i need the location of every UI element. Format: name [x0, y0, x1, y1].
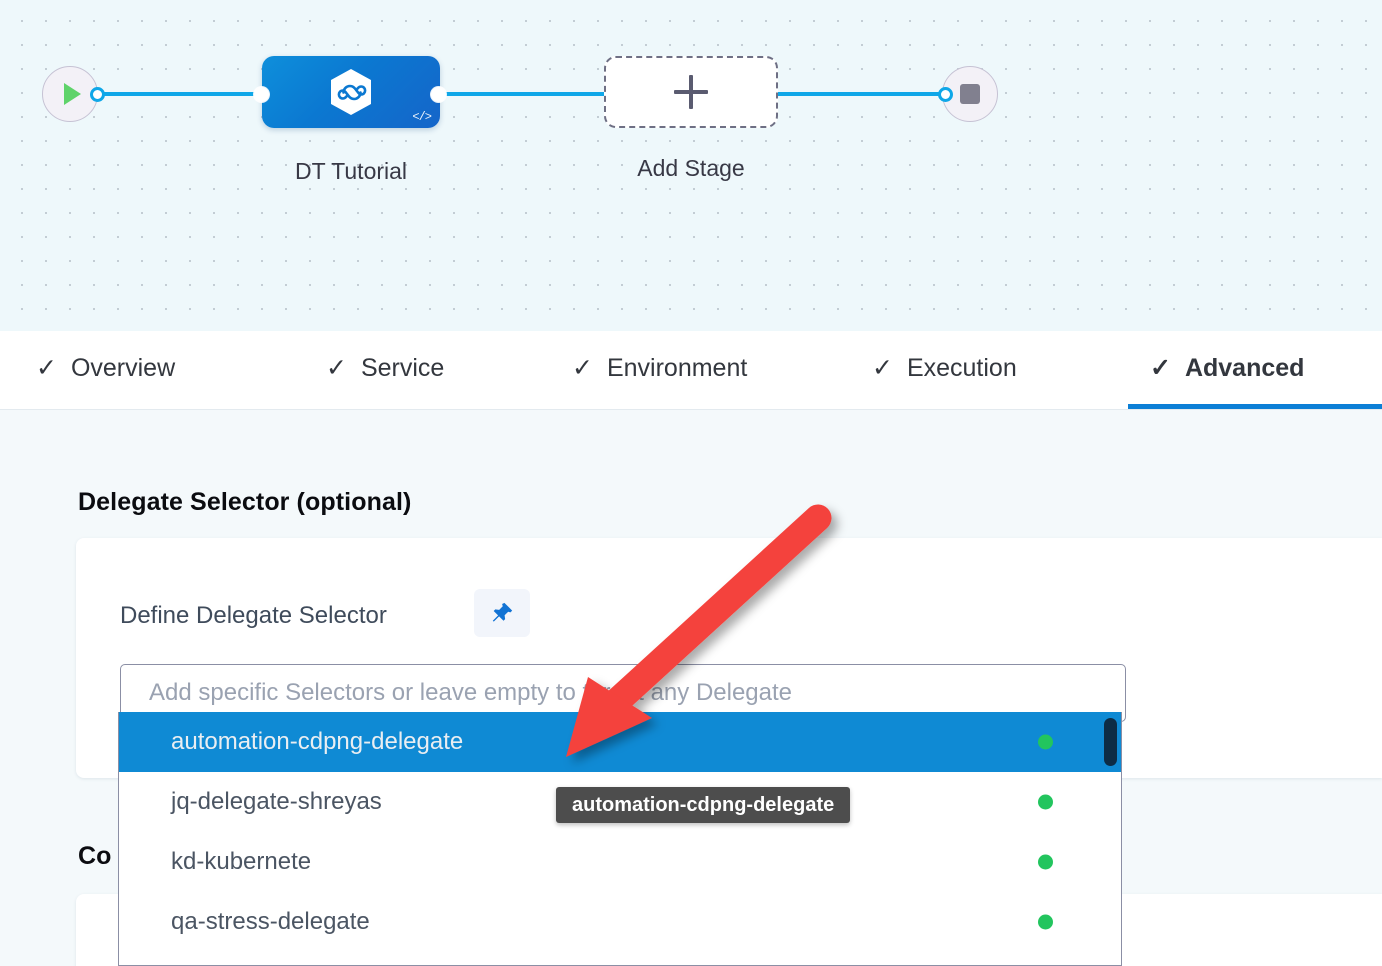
- stage-node-input-port[interactable]: [254, 87, 269, 102]
- pin-button[interactable]: [474, 589, 530, 637]
- edge-start-to-stage: [95, 92, 270, 96]
- tab-environment[interactable]: ✓ Environment: [572, 331, 747, 410]
- dropdown-item-label: qa-stress-delegate: [171, 908, 370, 935]
- plus-icon: [674, 75, 708, 109]
- second-section-heading: Co: [78, 842, 112, 870]
- define-delegate-selector-label: Define Delegate Selector: [120, 602, 387, 629]
- check-icon: ✓: [1150, 354, 1171, 382]
- end-node-port[interactable]: [938, 87, 953, 102]
- stage-node-dt-tutorial[interactable]: </>: [262, 56, 440, 128]
- pipeline-start-node[interactable]: [42, 66, 98, 122]
- code-icon: </>: [412, 110, 432, 124]
- dropdown-item-label: automation-cdpng-delegate: [171, 728, 464, 755]
- tooltip: automation-cdpng-delegate: [556, 787, 851, 823]
- start-node-port[interactable]: [90, 87, 105, 102]
- check-icon: ✓: [872, 354, 893, 382]
- list-item[interactable]: jq-delegate-shreyas: [119, 772, 1121, 832]
- tab-execution-label: Execution: [906, 354, 1017, 382]
- play-icon: [63, 83, 81, 105]
- dropdown-scrollbar-thumb[interactable]: [1104, 718, 1117, 766]
- dropdown-item-label: kd-kubernete: [171, 848, 312, 875]
- dropdown-item-label: jq-delegate-shreyas: [171, 788, 382, 815]
- tab-environment-label: Environment: [606, 354, 748, 382]
- tab-advanced[interactable]: ✓ Advanced: [1150, 331, 1304, 410]
- dropdown-scrollbar[interactable]: [1104, 712, 1121, 965]
- list-item[interactable]: automation-cdpng-delegate: [119, 712, 1121, 772]
- tab-execution[interactable]: ✓ Execution: [872, 331, 1017, 410]
- tooltip-text: automation-cdpng-delegate: [572, 793, 835, 816]
- check-icon: ✓: [326, 354, 347, 382]
- pipeline-canvas[interactable]: </> DT Tutorial Add Stage: [0, 0, 1382, 331]
- check-icon: ✓: [36, 354, 57, 382]
- status-dot-icon: [1038, 914, 1053, 930]
- stage-config-tabbar: ✓ Overview ✓ Service ✓ Environment ✓ Exe…: [0, 331, 1382, 410]
- delegate-selector-heading: Delegate Selector (optional): [78, 488, 412, 516]
- pin-icon: [492, 602, 513, 622]
- tab-overview-label: Overview: [70, 354, 176, 382]
- list-item[interactable]: qa-stress-delegate: [119, 892, 1121, 952]
- delegate-selector-placeholder: Add specific Selectors or leave empty to…: [149, 679, 793, 706]
- tab-service[interactable]: ✓ Service: [326, 331, 444, 410]
- status-dot-icon: [1038, 854, 1053, 870]
- active-tab-indicator: [1128, 404, 1382, 409]
- delegate-selector-dropdown[interactable]: automation-cdpng-delegate jq-delegate-sh…: [118, 712, 1122, 966]
- add-stage-button[interactable]: [604, 56, 778, 128]
- harness-cd-hexagon-icon: [329, 68, 373, 116]
- tab-overview[interactable]: ✓ Overview: [36, 331, 175, 410]
- check-icon: ✓: [572, 354, 593, 382]
- list-item[interactable]: kd-kubernete: [119, 832, 1121, 892]
- tab-service-label: Service: [360, 354, 445, 382]
- stage-node-output-port[interactable]: [431, 87, 446, 102]
- stage-node-label: DT Tutorial: [294, 158, 408, 184]
- status-dot-icon: [1038, 794, 1053, 810]
- stop-icon: [960, 84, 980, 104]
- status-dot-icon: [1038, 734, 1053, 750]
- add-stage-label: Add Stage: [637, 155, 745, 181]
- tab-advanced-label: Advanced: [1184, 354, 1305, 382]
